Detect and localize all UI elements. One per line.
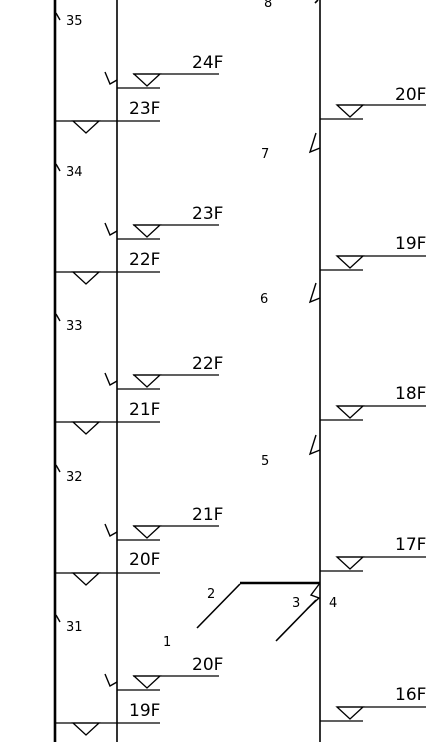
pipe-tick xyxy=(55,614,61,623)
hook-symbol xyxy=(104,222,118,237)
left-upper-level-22F: 22F xyxy=(192,354,223,374)
left-upper-level-24F: 24F xyxy=(192,53,223,73)
detail-diagonal-left xyxy=(196,583,241,629)
left-pipe-number-35: 35 xyxy=(66,14,83,29)
right-hook-symbol xyxy=(308,434,321,456)
right-level-triangle xyxy=(335,706,365,720)
right-hook-symbol xyxy=(308,132,321,154)
left-lower-level-20F: 20F xyxy=(129,550,160,570)
lower-level-triangle xyxy=(71,120,101,134)
left-lower-level-22F: 22F xyxy=(129,250,160,270)
detail-label-1: 1 xyxy=(163,635,171,650)
lower-level-triangle xyxy=(71,271,101,285)
left-lower-level-19F: 19F xyxy=(129,701,160,721)
hook-symbol xyxy=(104,523,118,538)
right-level-triangle xyxy=(335,104,365,118)
hook-symbol xyxy=(104,673,118,688)
pipe-tick xyxy=(55,464,61,473)
break-mark-top xyxy=(314,0,319,4)
lower-level-triangle xyxy=(71,421,101,435)
left-pipe-number-31: 31 xyxy=(66,620,83,635)
hook-symbol xyxy=(104,372,118,387)
right-level-19F: 19F xyxy=(395,234,426,254)
middle-number-8: 8 xyxy=(264,0,272,11)
middle-number-5: 5 xyxy=(261,454,269,469)
left-upper-level-21F: 21F xyxy=(192,505,223,525)
left-upper-level-20F: 20F xyxy=(192,655,223,675)
upper-level-triangle xyxy=(132,525,162,539)
left-pipe-number-33: 33 xyxy=(66,319,83,334)
right-level-17F: 17F xyxy=(395,535,426,555)
left-lower-level-21F: 21F xyxy=(129,400,160,420)
lower-level-triangle xyxy=(71,722,101,736)
middle-number-7: 7 xyxy=(261,147,269,162)
right-level-18F: 18F xyxy=(395,384,426,404)
upper-level-triangle xyxy=(132,675,162,689)
level-marks xyxy=(55,12,426,736)
hook-symbol xyxy=(104,71,118,86)
break-mark-detail xyxy=(306,582,321,610)
middle-number-6: 6 xyxy=(260,292,268,307)
right-level-triangle xyxy=(335,405,365,419)
left-pipe-number-34: 34 xyxy=(66,165,83,180)
pipe-tick xyxy=(55,163,61,172)
lower-level-triangle xyxy=(71,572,101,586)
detail-label-4: 4 xyxy=(329,596,337,611)
pipe-tick xyxy=(55,313,61,322)
right-level-16F: 16F xyxy=(395,685,426,705)
left-lower-level-23F: 23F xyxy=(129,99,160,119)
pipe-tick xyxy=(55,12,61,21)
upper-level-triangle xyxy=(132,224,162,238)
upper-level-triangle xyxy=(132,73,162,87)
left-pipe-number-32: 32 xyxy=(66,470,83,485)
left-upper-level-23F: 23F xyxy=(192,204,223,224)
right-level-triangle xyxy=(335,556,365,570)
upper-level-triangle xyxy=(132,374,162,388)
right-level-20F: 20F xyxy=(395,85,426,105)
detail-label-3: 3 xyxy=(292,596,300,611)
right-level-triangle xyxy=(335,255,365,269)
right-hook-symbol xyxy=(308,282,321,304)
detail-label-2: 2 xyxy=(207,587,215,602)
